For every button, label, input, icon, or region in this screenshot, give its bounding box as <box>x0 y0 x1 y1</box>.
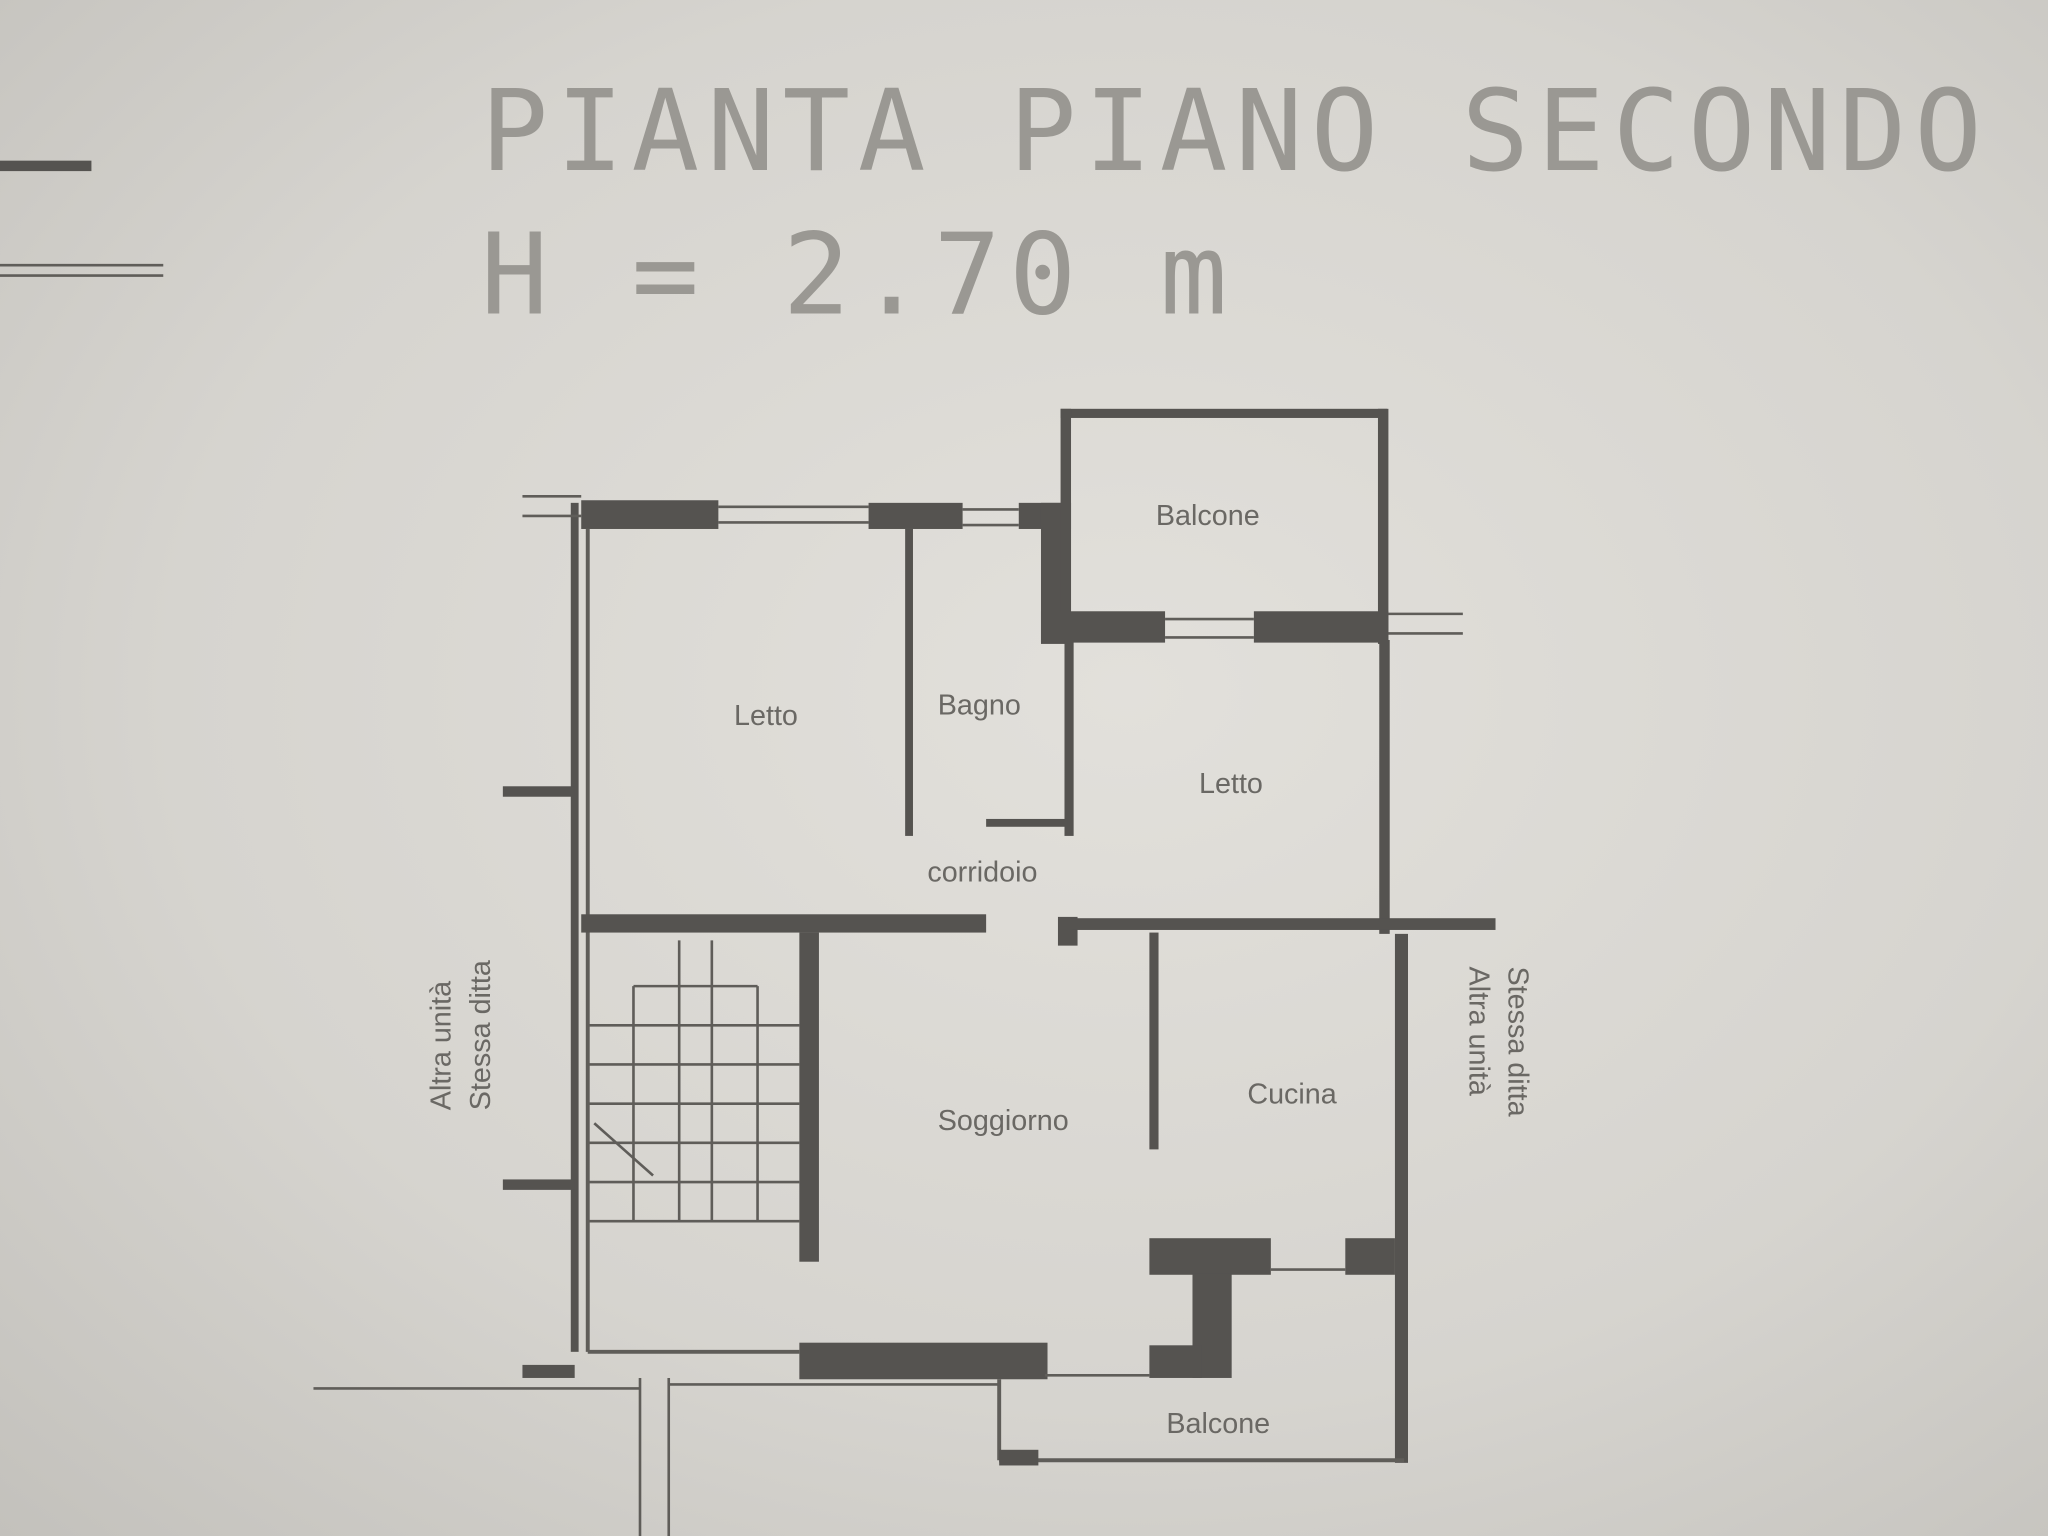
room-label-letto-right: Letto <box>1199 768 1263 800</box>
neighbor-label-right: Altra unità Stessa ditta <box>1462 967 1533 1117</box>
edge-marks <box>0 160 164 277</box>
height-note: H = 2.70 m <box>481 210 1236 340</box>
room-label-soggiorno: Soggiorno <box>938 1105 1069 1137</box>
plan-title: PIANTA PIANO SECONDO <box>481 67 1990 197</box>
neighbor-right-line1: Altra unità <box>1462 967 1494 1096</box>
room-label-balcone-bottom: Balcone <box>1166 1408 1270 1440</box>
room-label-cucina: Cucina <box>1247 1079 1336 1111</box>
walls <box>313 408 1496 1536</box>
room-label-letto-left: Letto <box>734 700 798 732</box>
staircase <box>587 940 800 1223</box>
neighbor-right-line2: Stessa ditta <box>1502 967 1534 1117</box>
neighbor-label-left: Altra unità Stessa ditta <box>426 960 497 1110</box>
room-label-balcone-top: Balcone <box>1156 500 1260 532</box>
neighbor-left-line1: Altra unità <box>426 981 458 1110</box>
room-label-corridoio: corridoio <box>927 857 1037 889</box>
room-label-bagno: Bagno <box>938 689 1021 721</box>
neighbor-left-line2: Stessa ditta <box>465 960 497 1110</box>
